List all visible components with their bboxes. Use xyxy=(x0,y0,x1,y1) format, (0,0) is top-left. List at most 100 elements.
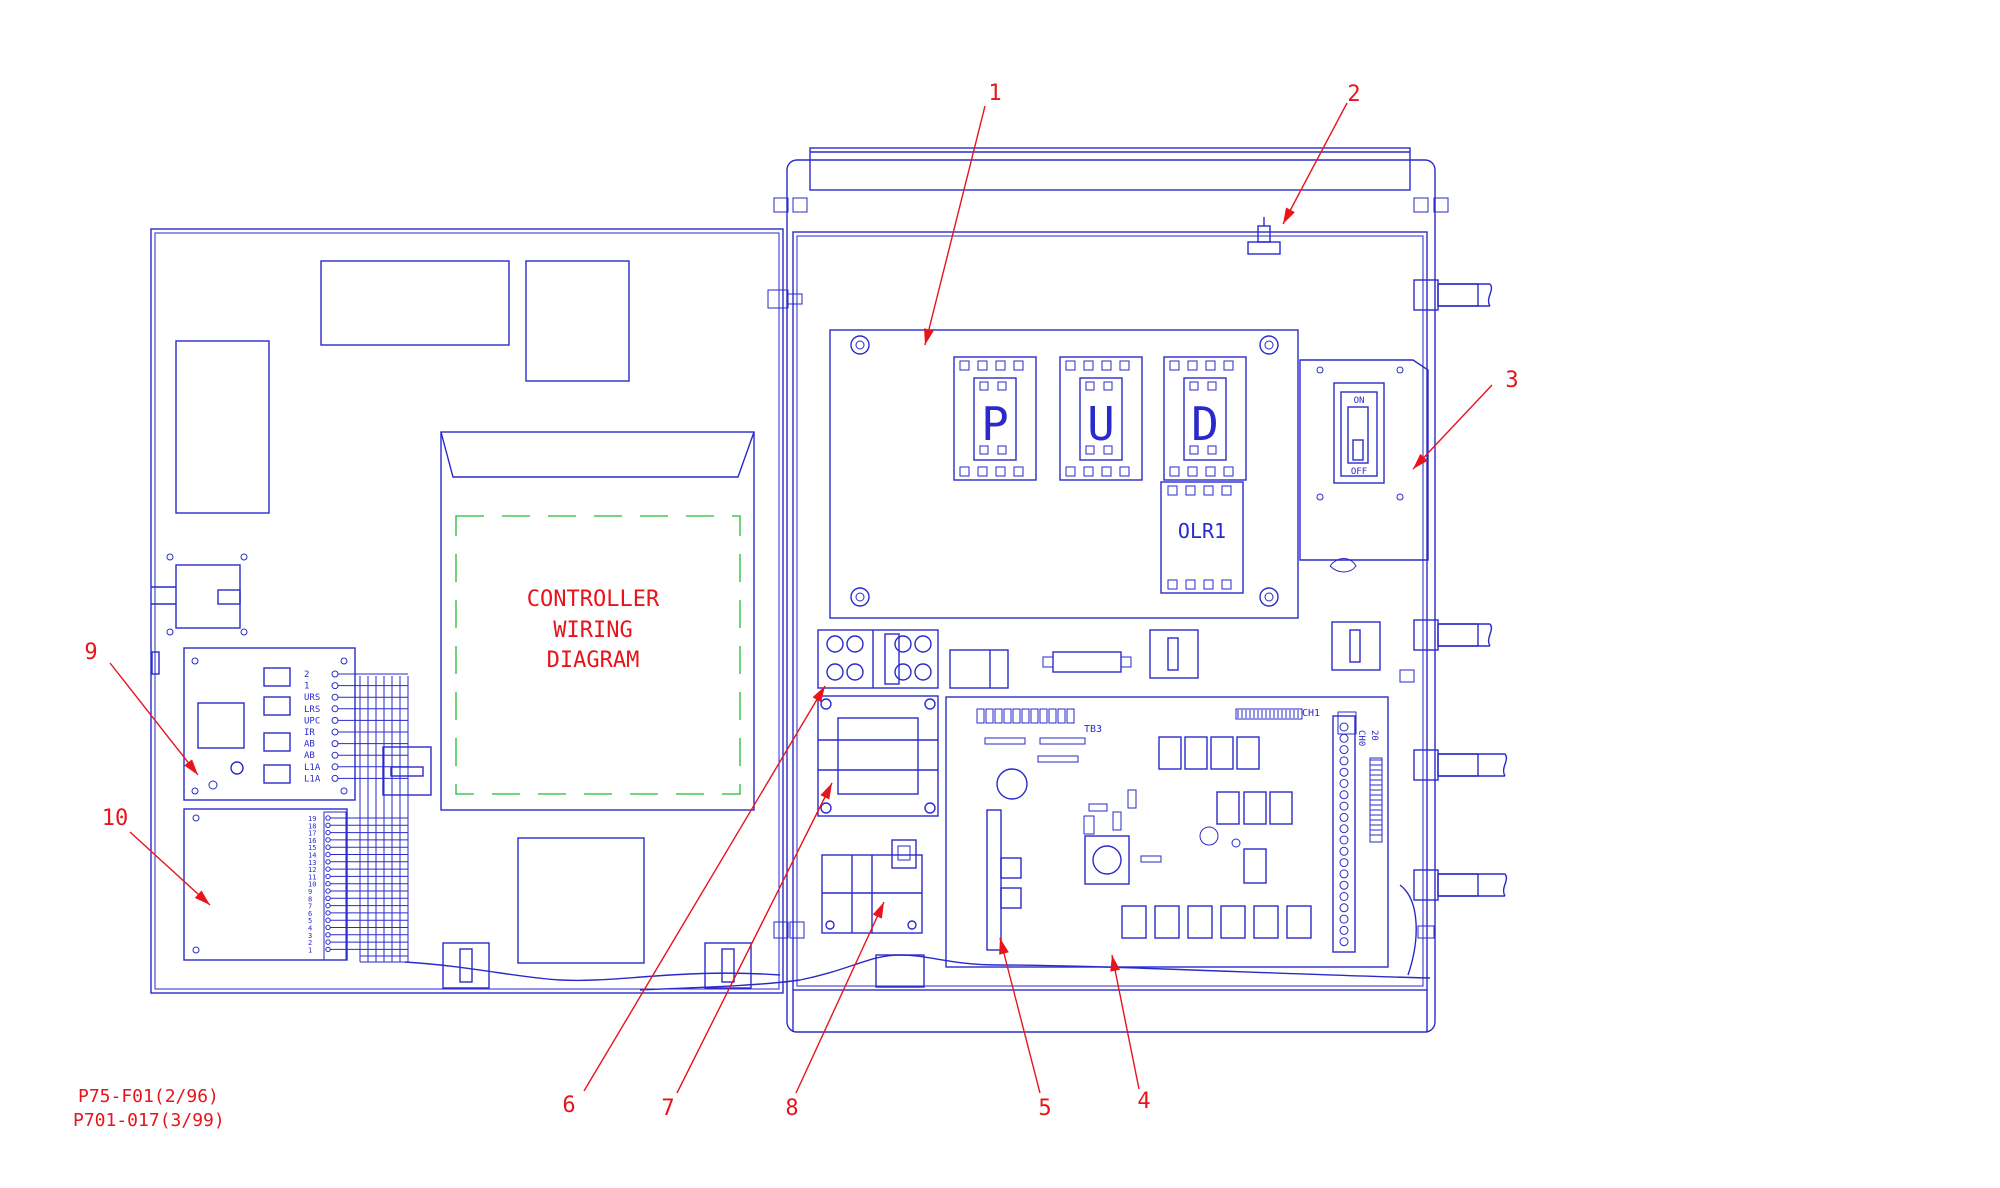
leader-7 xyxy=(676,782,833,1094)
callout-leaders xyxy=(109,102,1493,1094)
door-label-plate xyxy=(517,837,645,964)
terminal-label: 2 xyxy=(308,939,312,947)
terminal-label: 19 xyxy=(308,815,316,823)
terminal-label: LRS xyxy=(304,705,320,715)
terminal-label: 2 xyxy=(304,670,309,680)
leader-2 xyxy=(1282,102,1348,225)
door-hinge xyxy=(442,942,752,989)
callout-2: 2 xyxy=(1347,82,1360,107)
wiring-diagram-area xyxy=(455,515,741,795)
terminal-label: 13 xyxy=(308,859,316,867)
arrowhead-9 xyxy=(184,759,198,775)
diagram-title-line-1: CONTROLLER xyxy=(527,587,660,612)
terminal-label: IR xyxy=(304,728,315,738)
terminal-label: URS xyxy=(304,693,320,703)
terminal-label: 6 xyxy=(308,910,312,918)
callout-3: 3 xyxy=(1505,368,1518,393)
wire-bundle xyxy=(359,676,409,963)
callout-numbers: 1 2 3 4 5 6 7 8 9 10 xyxy=(84,81,1518,1121)
leader-4 xyxy=(1111,954,1140,1090)
transformer xyxy=(817,695,939,817)
terminal-label: 16 xyxy=(308,837,316,845)
contactor-label: D xyxy=(1191,397,1219,451)
terminal-label: 8 xyxy=(308,895,312,903)
contactor: U xyxy=(1059,356,1143,481)
plug-in-module xyxy=(986,809,1002,951)
arrowhead-3 xyxy=(1413,453,1428,469)
leader-10 xyxy=(129,831,211,906)
door-label-plate xyxy=(320,260,510,346)
fuse-terminal-row xyxy=(817,621,1381,689)
overload-relay-label: OLR1 xyxy=(1178,519,1226,543)
contactor: D xyxy=(1163,356,1247,481)
board-label-tb3: TB3 xyxy=(1084,724,1102,735)
overload-relay: OLR1 xyxy=(1160,481,1244,594)
leader-1 xyxy=(924,105,986,346)
terminal-label: 1 xyxy=(308,946,312,954)
door-latch xyxy=(151,553,248,636)
leader-6 xyxy=(583,685,826,1092)
terminal-label: AB xyxy=(304,740,315,750)
arrowhead-1 xyxy=(924,328,934,345)
diagram-title-line-3: DIAGRAM xyxy=(547,648,640,673)
arrowhead-7 xyxy=(820,783,832,800)
board-label-20: 20 xyxy=(1369,730,1379,741)
callout-7: 7 xyxy=(661,1096,674,1121)
contactor-label: P xyxy=(981,397,1009,451)
terminal-label: 15 xyxy=(308,844,316,852)
terminal-label: 1 xyxy=(304,682,309,692)
arrowhead-4 xyxy=(1110,955,1121,972)
callout-5: 5 xyxy=(1038,1096,1051,1121)
footer-line-2: P701-017(3/99) xyxy=(73,1110,225,1131)
wiring-diagram-title: CONTROLLER WIRING DIAGRAM xyxy=(527,587,660,673)
diagram-title-line-2: WIRING xyxy=(553,618,632,643)
arrowhead-8 xyxy=(872,902,884,919)
callout-8: 8 xyxy=(785,1096,798,1121)
board-label-ch1: CH1 xyxy=(1302,708,1320,719)
door-label-plate xyxy=(525,260,630,382)
board-label-ch0: CH0 xyxy=(1356,730,1366,746)
disconnect-switch: ON OFF xyxy=(1299,359,1429,573)
callout-6: 6 xyxy=(562,1093,575,1118)
terminal-label: 3 xyxy=(308,932,312,940)
terminal-label: UPC xyxy=(304,716,320,726)
arrowhead-5 xyxy=(999,938,1009,955)
footer-line-1: P75-F01(2/96) xyxy=(78,1086,219,1107)
relay-block xyxy=(821,839,923,934)
terminal-label: 9 xyxy=(308,888,312,896)
terminal-label: 10 xyxy=(308,881,316,889)
leader-5 xyxy=(999,937,1041,1094)
terminal-label: 12 xyxy=(308,866,316,874)
terminal-label: 18 xyxy=(308,822,316,830)
terminal-label: 4 xyxy=(308,925,312,933)
controller-board: TB3 CH1 CH0 20 xyxy=(945,696,1389,968)
arrowhead-6 xyxy=(812,686,825,703)
ground-lug xyxy=(1247,217,1281,255)
terminal-label: AB xyxy=(304,751,315,761)
terminal-label: 17 xyxy=(308,830,316,838)
contactor: P xyxy=(953,356,1037,481)
switch-on-label: ON xyxy=(1354,396,1365,406)
terminal-label: 5 xyxy=(308,917,312,925)
terminal-label: 14 xyxy=(308,852,316,860)
callout-10: 10 xyxy=(102,806,129,831)
leader-9 xyxy=(109,662,199,776)
arrowhead-2 xyxy=(1283,207,1295,224)
callout-4: 4 xyxy=(1137,1089,1150,1114)
mounting-feet xyxy=(1399,279,1508,939)
leader-3 xyxy=(1412,384,1493,470)
terminal-label: L1A xyxy=(304,774,321,784)
switch-off-label: OFF xyxy=(1351,467,1367,477)
document-pocket xyxy=(440,431,755,811)
drawing-footer: P75-F01(2/96) P701-017(3/99) xyxy=(73,1086,225,1131)
callout-9: 9 xyxy=(84,640,97,665)
mounting-bar xyxy=(809,147,1411,191)
door-label-plate xyxy=(175,340,270,514)
terminal-label: L1A xyxy=(304,763,321,773)
